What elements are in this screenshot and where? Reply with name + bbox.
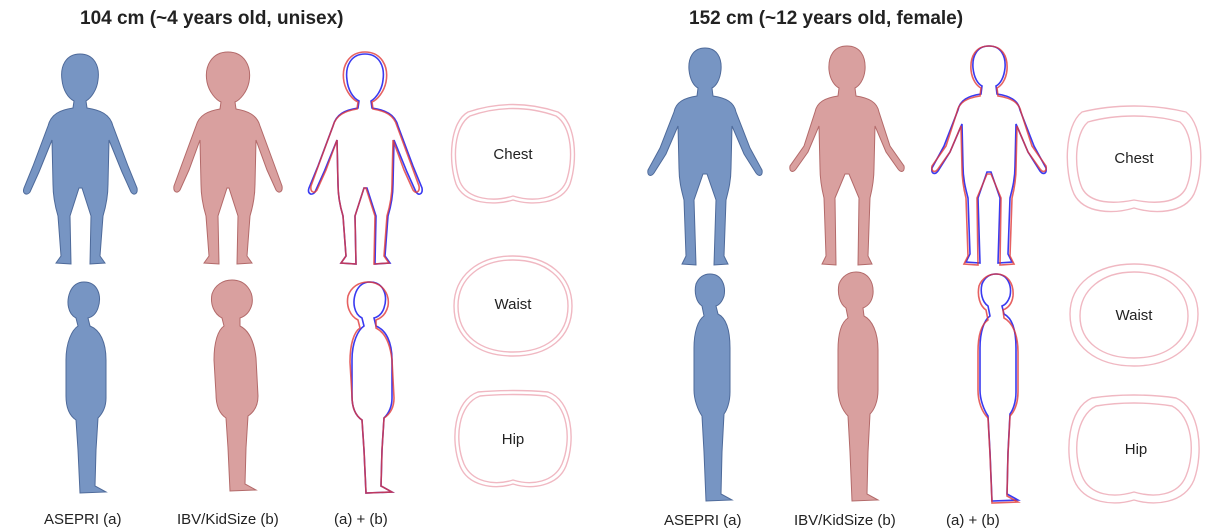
front-figure-ibv — [782, 42, 912, 274]
caption-overlay: (a) + (b) — [334, 511, 388, 528]
side-figure-asepri — [674, 272, 744, 507]
panel-title: 152 cm (~12 years old, female) — [689, 8, 963, 30]
caption-ibv-kidsize: IBV/KidSize (b) — [177, 511, 279, 528]
section-label-waist: Waist — [453, 296, 573, 313]
front-outline-overlay — [295, 46, 435, 271]
section-label-waist: Waist — [1074, 307, 1194, 324]
caption-overlay: (a) + (b) — [946, 512, 1000, 529]
front-figure-asepri — [10, 46, 150, 271]
section-label-chest: Chest — [453, 146, 573, 163]
side-figure-ibv — [190, 278, 270, 498]
panel-left: 104 cm (~4 years old, unisex) Chest Wais… — [0, 0, 600, 532]
side-figure-asepri — [40, 280, 120, 500]
side-outline-overlay — [326, 280, 406, 500]
section-label-hip: Hip — [1076, 441, 1196, 458]
panel-title: 104 cm (~4 years old, unisex) — [80, 8, 344, 30]
front-figure-ibv — [158, 46, 298, 271]
section-label-hip: Hip — [453, 431, 573, 448]
side-figure-ibv — [820, 270, 890, 507]
caption-ibv-kidsize: IBV/KidSize (b) — [794, 512, 896, 529]
front-figure-asepri — [640, 44, 770, 274]
caption-asepri: ASEPRI (a) — [664, 512, 742, 529]
side-outline-overlay — [960, 272, 1030, 507]
caption-asepri: ASEPRI (a) — [44, 511, 122, 528]
section-label-chest: Chest — [1074, 150, 1194, 167]
panel-right: 152 cm (~12 years old, female) Chest Wai… — [606, 0, 1206, 532]
front-outline-overlay — [924, 42, 1054, 274]
